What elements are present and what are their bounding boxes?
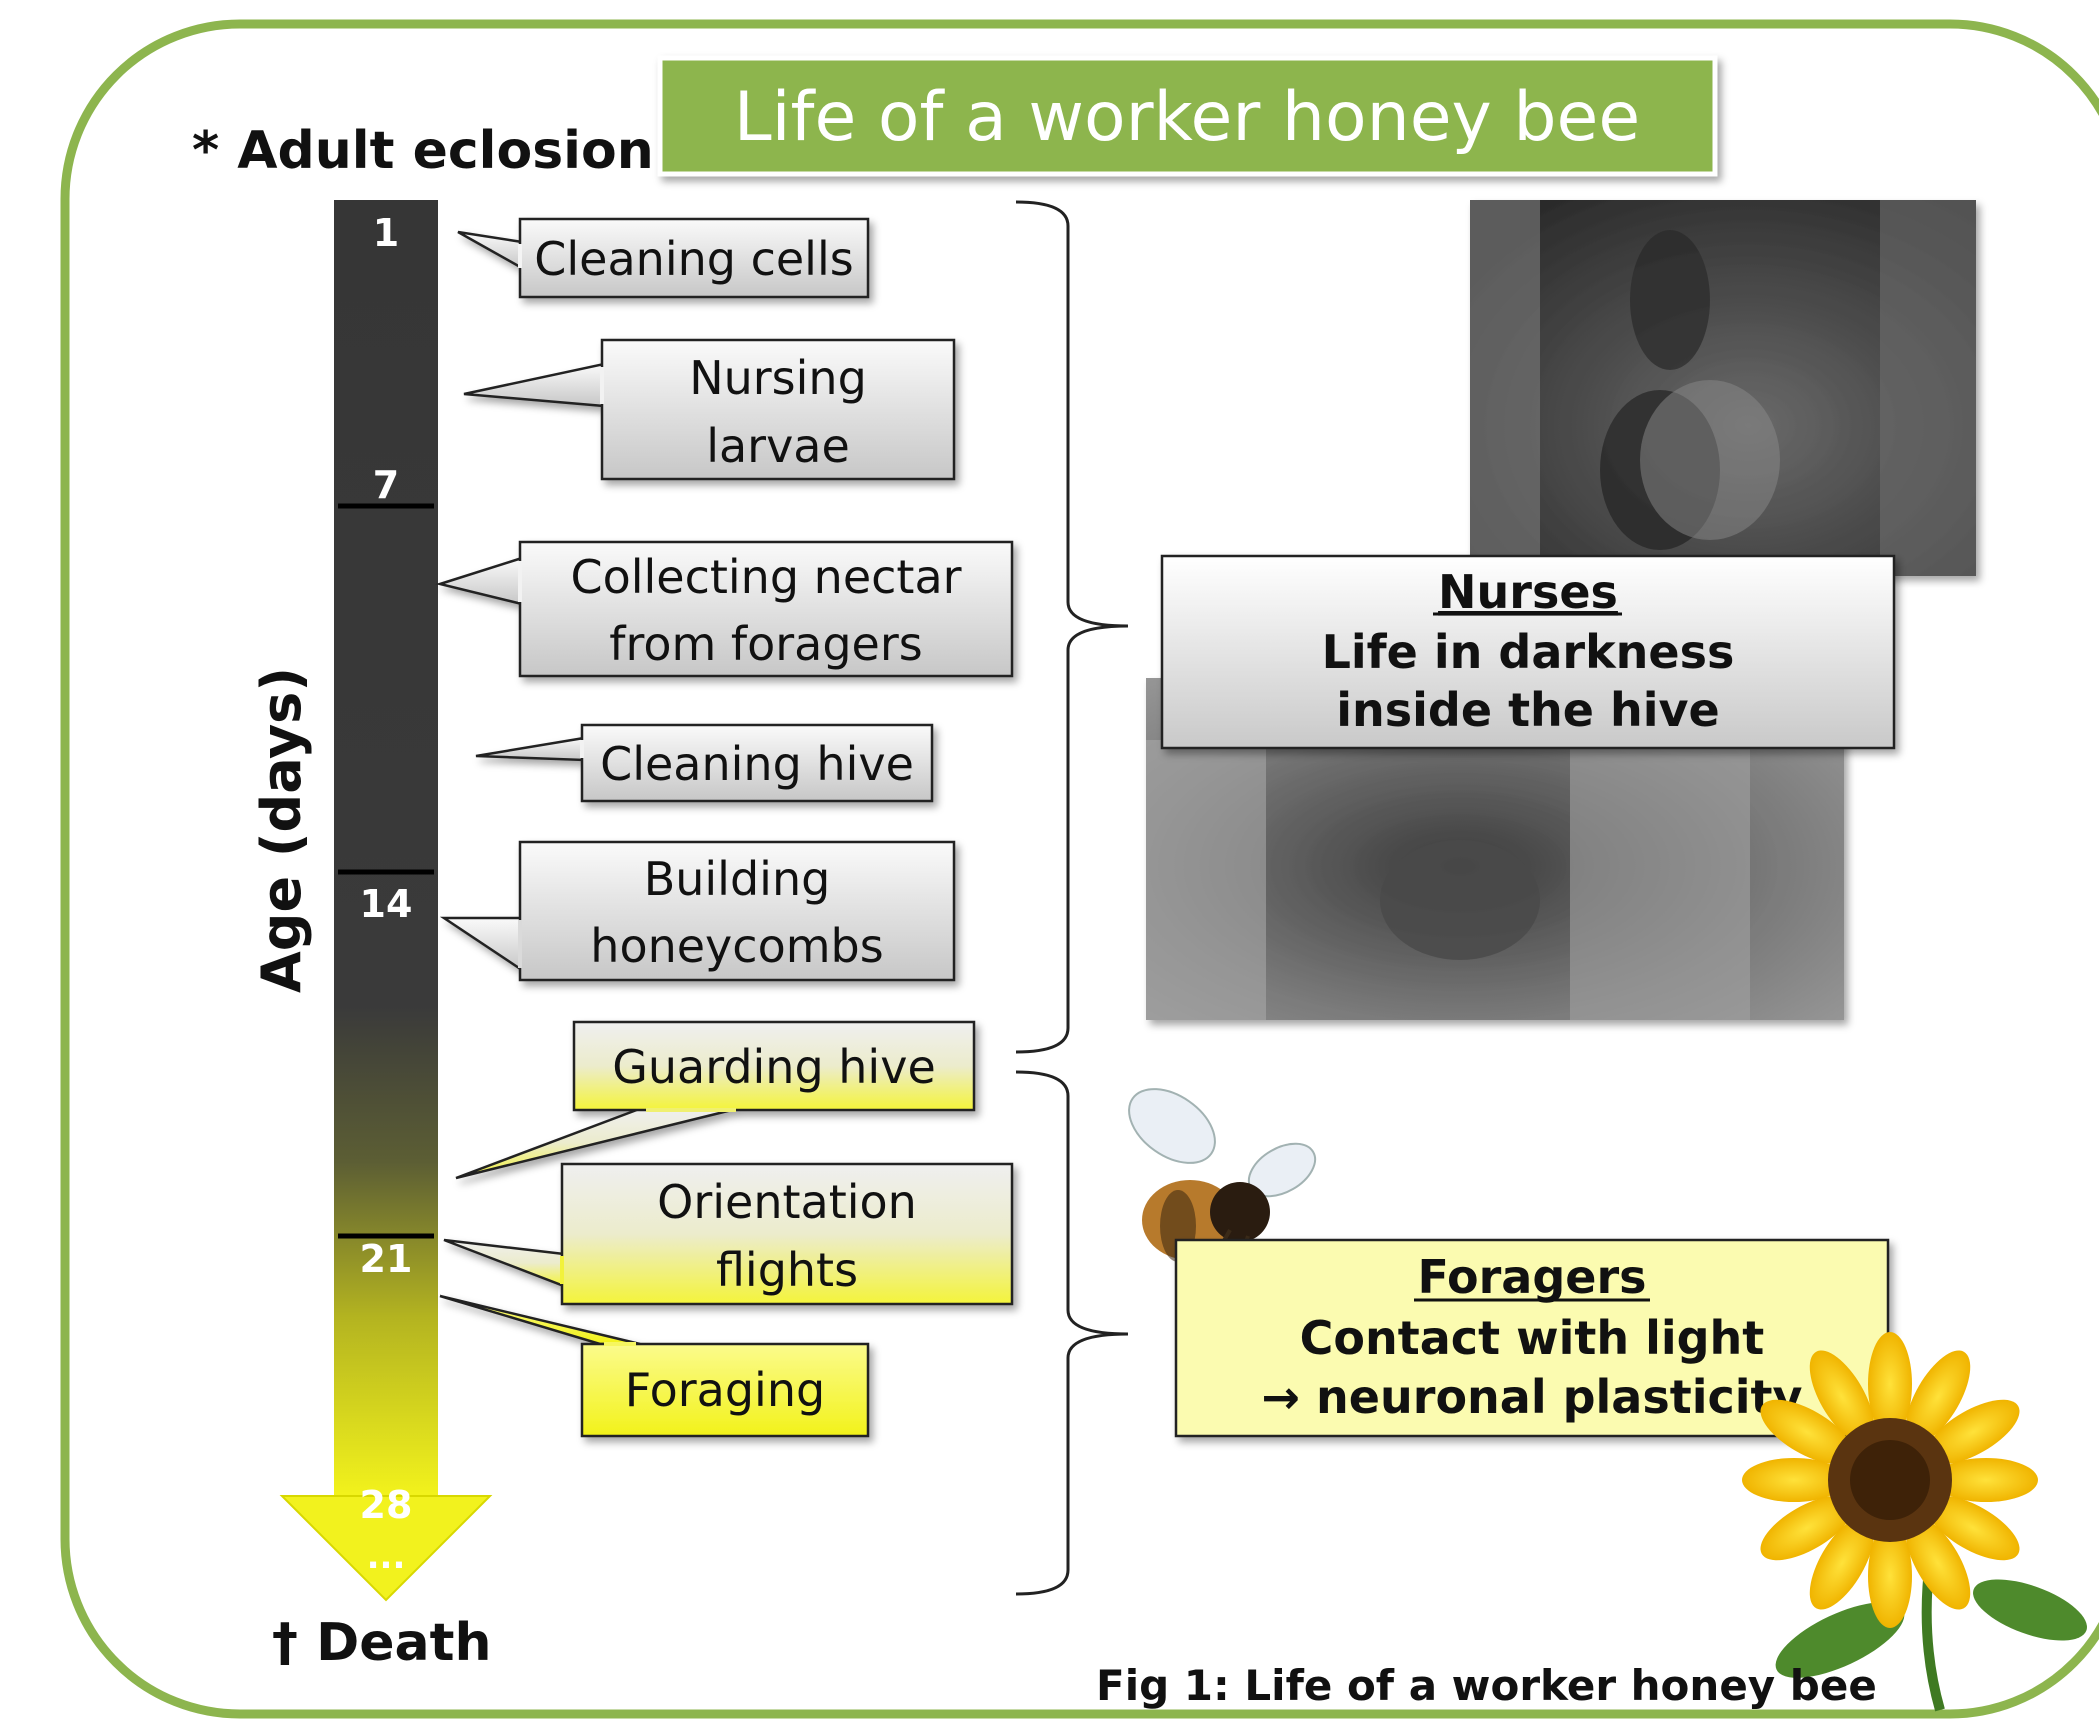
axis-label: Age (days) bbox=[250, 667, 313, 993]
hive-photo-nurse bbox=[1470, 200, 1976, 576]
tick-label: ... bbox=[367, 1537, 406, 1577]
tick-label: 1 bbox=[373, 211, 399, 255]
figure-caption: Fig 1: Life of a worker honey bee bbox=[1096, 1661, 1877, 1710]
nurses-heading: Nurses bbox=[1438, 565, 1618, 619]
foragers-line: → neuronal plasticity bbox=[1262, 1370, 1803, 1424]
nurses-line: Life in darkness bbox=[1322, 625, 1735, 679]
timeline-bar bbox=[334, 200, 438, 1500]
start-label: * Adult eclosion bbox=[192, 121, 654, 181]
task-label: Cleaning hive bbox=[600, 737, 914, 791]
tick-label: 21 bbox=[360, 1237, 413, 1281]
task-label: Building bbox=[644, 852, 831, 906]
task-label: Nursing bbox=[689, 351, 867, 405]
tick-label: 28 bbox=[360, 1483, 413, 1527]
task-label: flights bbox=[716, 1243, 858, 1297]
foragers-heading: Foragers bbox=[1417, 1250, 1646, 1304]
task-label: honeycombs bbox=[590, 919, 883, 973]
task-label: Foraging bbox=[625, 1363, 825, 1417]
task-label: Collecting nectar bbox=[570, 550, 961, 604]
task-label: larvae bbox=[706, 419, 850, 473]
tick-label: 14 bbox=[360, 882, 413, 926]
foragers-line: Contact with light bbox=[1300, 1311, 1765, 1365]
end-label: † Death bbox=[272, 1613, 492, 1673]
task-label: from foragers bbox=[609, 617, 923, 671]
nurses-line: inside the hive bbox=[1336, 683, 1719, 737]
task-label: Orientation bbox=[657, 1175, 917, 1229]
page-title: Life of a worker honey bee bbox=[734, 78, 1640, 157]
task-label: Cleaning cells bbox=[534, 232, 853, 286]
tick-label: 7 bbox=[373, 463, 399, 507]
task-label: Guarding hive bbox=[612, 1040, 936, 1094]
